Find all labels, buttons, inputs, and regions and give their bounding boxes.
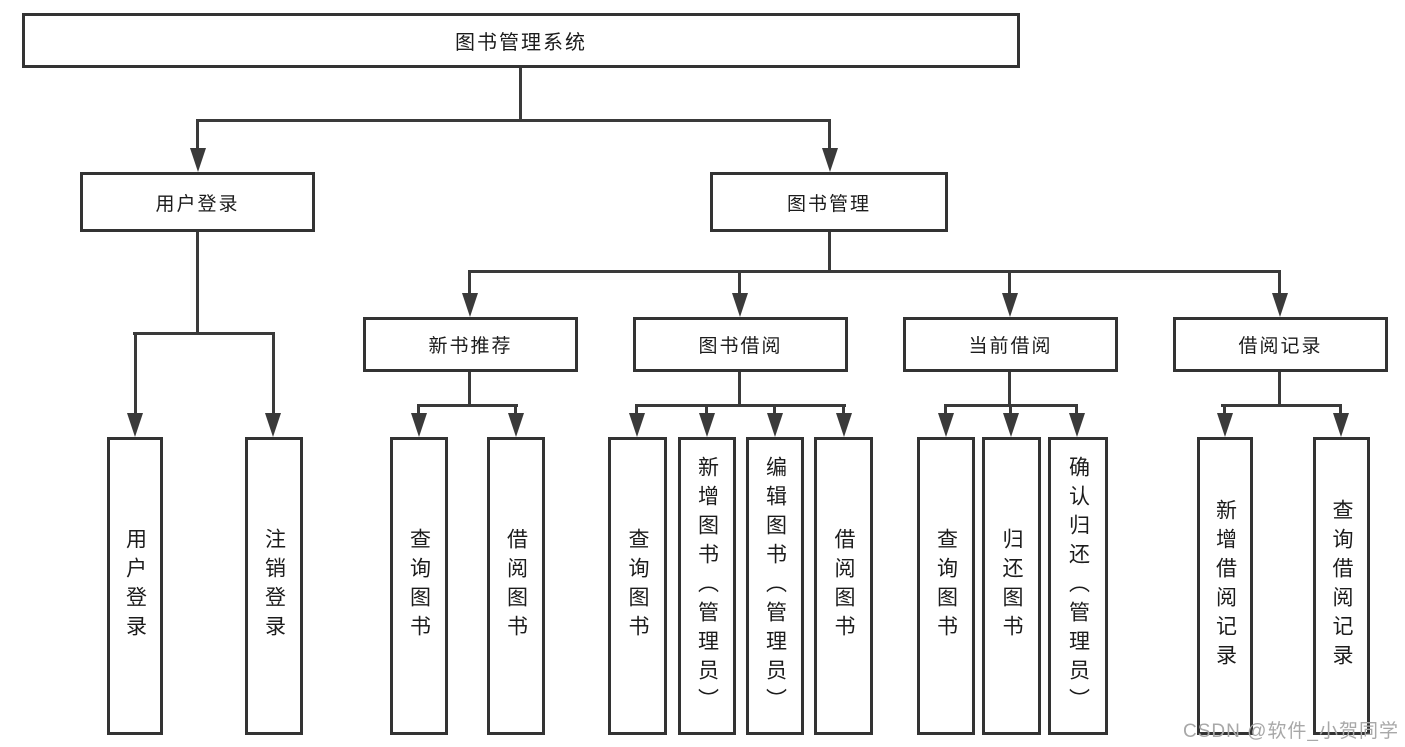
arrow-down-icon bbox=[1333, 413, 1349, 437]
connector-vline bbox=[1008, 372, 1011, 405]
connector-hline bbox=[196, 119, 831, 122]
connector-vline bbox=[828, 119, 831, 150]
arrow-down-icon bbox=[836, 413, 852, 437]
connector-vline bbox=[514, 404, 517, 415]
arrow-down-icon bbox=[767, 413, 783, 437]
connector-vline bbox=[944, 404, 947, 415]
connector-hline bbox=[1221, 404, 1342, 407]
arrow-down-icon bbox=[508, 413, 524, 437]
connector-vline bbox=[1008, 270, 1011, 295]
connector-hline bbox=[469, 270, 1281, 273]
arrow-down-icon bbox=[190, 148, 206, 172]
arrow-down-icon bbox=[411, 413, 427, 437]
arrow-down-icon bbox=[127, 413, 143, 437]
connector-vline bbox=[1339, 404, 1342, 415]
arrow-down-icon bbox=[629, 413, 645, 437]
node-book-borrowing: 图书借阅 bbox=[633, 317, 848, 372]
connector-vline bbox=[705, 404, 708, 415]
arrow-down-icon bbox=[1217, 413, 1233, 437]
node-library-management-system: 图书管理系统 bbox=[22, 13, 1020, 68]
connector-vline bbox=[635, 404, 638, 415]
connector-hline bbox=[133, 332, 275, 335]
arrow-down-icon bbox=[822, 148, 838, 172]
connector-vline bbox=[196, 119, 199, 150]
leaf-user-login: 用户登录 bbox=[107, 437, 163, 735]
connector-vline bbox=[1223, 404, 1226, 415]
connector-vline bbox=[134, 332, 137, 415]
leaf-borrowing-borrow-books: 借阅图书 bbox=[814, 437, 873, 735]
connector-vline bbox=[196, 232, 199, 333]
arrow-down-icon bbox=[265, 413, 281, 437]
connector-vline bbox=[417, 404, 420, 415]
node-borrowing-records: 借阅记录 bbox=[1173, 317, 1388, 372]
arrow-down-icon bbox=[732, 293, 748, 317]
connector-vline bbox=[842, 404, 845, 415]
connector-vline bbox=[828, 232, 831, 271]
arrow-down-icon bbox=[462, 293, 478, 317]
arrow-down-icon bbox=[1272, 293, 1288, 317]
leaf-current-confirm-return-admin: 确认归还（管理员） bbox=[1048, 437, 1108, 735]
connector-vline bbox=[738, 372, 741, 405]
leaf-borrowing-add-books-admin: 新增图书（管理员） bbox=[678, 437, 736, 735]
connector-vline bbox=[1278, 270, 1281, 295]
node-current-borrowing: 当前借阅 bbox=[903, 317, 1118, 372]
connector-vline bbox=[468, 270, 471, 295]
leaf-newbooks-borrow-books: 借阅图书 bbox=[487, 437, 545, 735]
connector-vline bbox=[272, 332, 275, 415]
arrow-down-icon bbox=[1069, 413, 1085, 437]
connector-hline bbox=[635, 404, 846, 407]
arrow-down-icon bbox=[1003, 413, 1019, 437]
leaf-logout: 注销登录 bbox=[245, 437, 303, 735]
connector-vline bbox=[773, 404, 776, 415]
watermark: CSDN @软件_小贺同学 bbox=[1183, 721, 1399, 742]
arrow-down-icon bbox=[938, 413, 954, 437]
connector-vline bbox=[468, 372, 471, 405]
connector-hline bbox=[417, 404, 518, 407]
connector-vline bbox=[738, 270, 741, 295]
node-new-book-recommend: 新书推荐 bbox=[363, 317, 578, 372]
leaf-records-query-record: 查询借阅记录 bbox=[1313, 437, 1370, 735]
leaf-newbooks-query-books: 查询图书 bbox=[390, 437, 448, 735]
arrow-down-icon bbox=[1002, 293, 1018, 317]
connector-vline bbox=[1075, 404, 1078, 415]
arrow-down-icon bbox=[699, 413, 715, 437]
leaf-records-add-record: 新增借阅记录 bbox=[1197, 437, 1253, 735]
connector-vline bbox=[519, 68, 522, 120]
leaf-current-query-books: 查询图书 bbox=[917, 437, 975, 735]
node-book-management: 图书管理 bbox=[710, 172, 948, 232]
leaf-borrowing-edit-books-admin: 编辑图书（管理员） bbox=[746, 437, 804, 735]
connector-vline bbox=[1278, 372, 1281, 405]
leaf-borrowing-query-books: 查询图书 bbox=[608, 437, 667, 735]
leaf-current-return-books: 归还图书 bbox=[982, 437, 1041, 735]
connector-vline bbox=[1009, 404, 1012, 415]
node-user-login: 用户登录 bbox=[80, 172, 315, 232]
